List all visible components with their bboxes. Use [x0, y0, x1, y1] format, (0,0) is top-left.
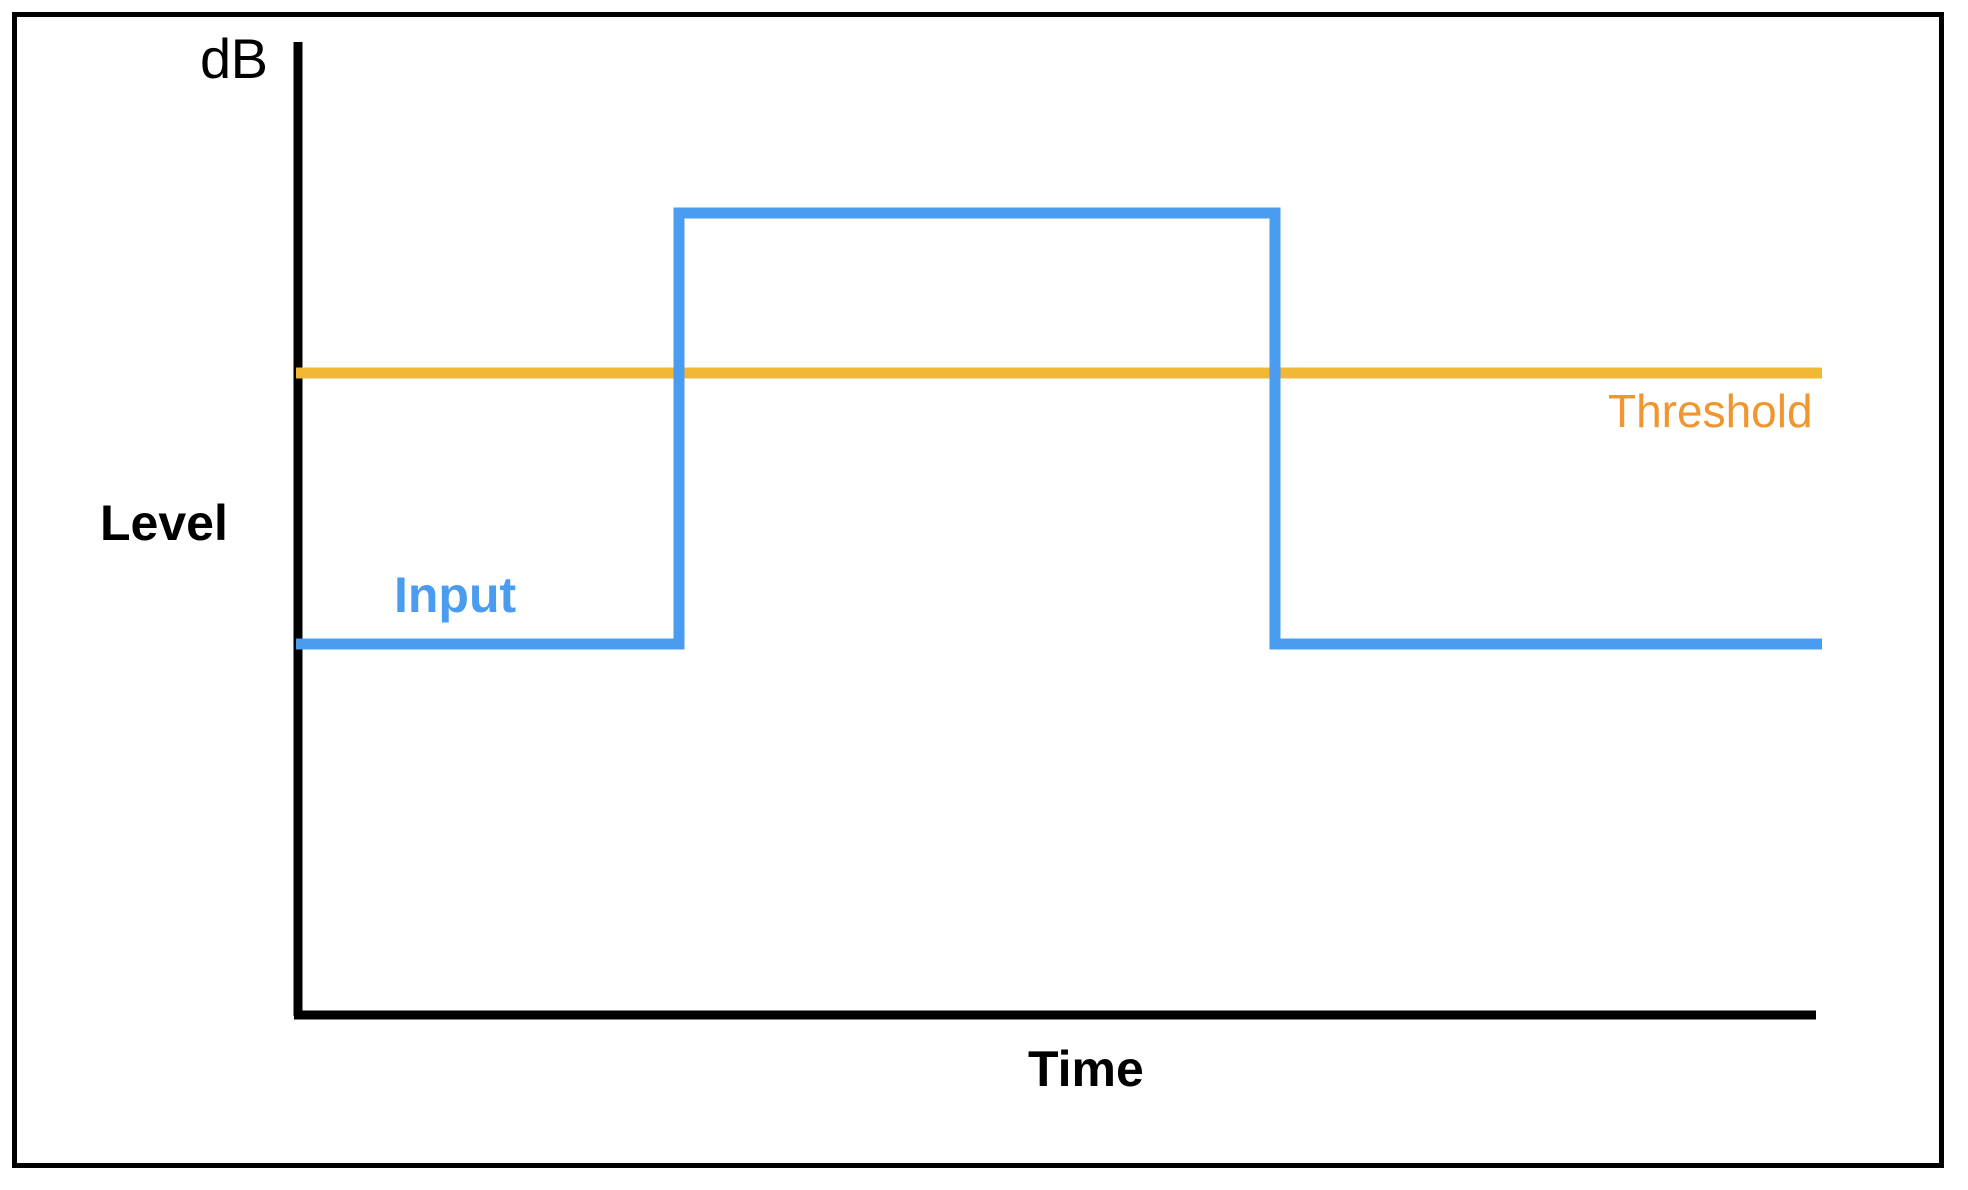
threshold-series-label: Threshold [1608, 385, 1813, 437]
input-series-label: Input [394, 567, 517, 623]
input-signal-line [296, 207, 1822, 650]
x-axis-label: Time [1028, 1041, 1144, 1097]
y-axis-label: Level [100, 495, 228, 551]
y-axis-unit-label: dB [200, 27, 268, 90]
figure-border [12, 12, 1944, 1168]
